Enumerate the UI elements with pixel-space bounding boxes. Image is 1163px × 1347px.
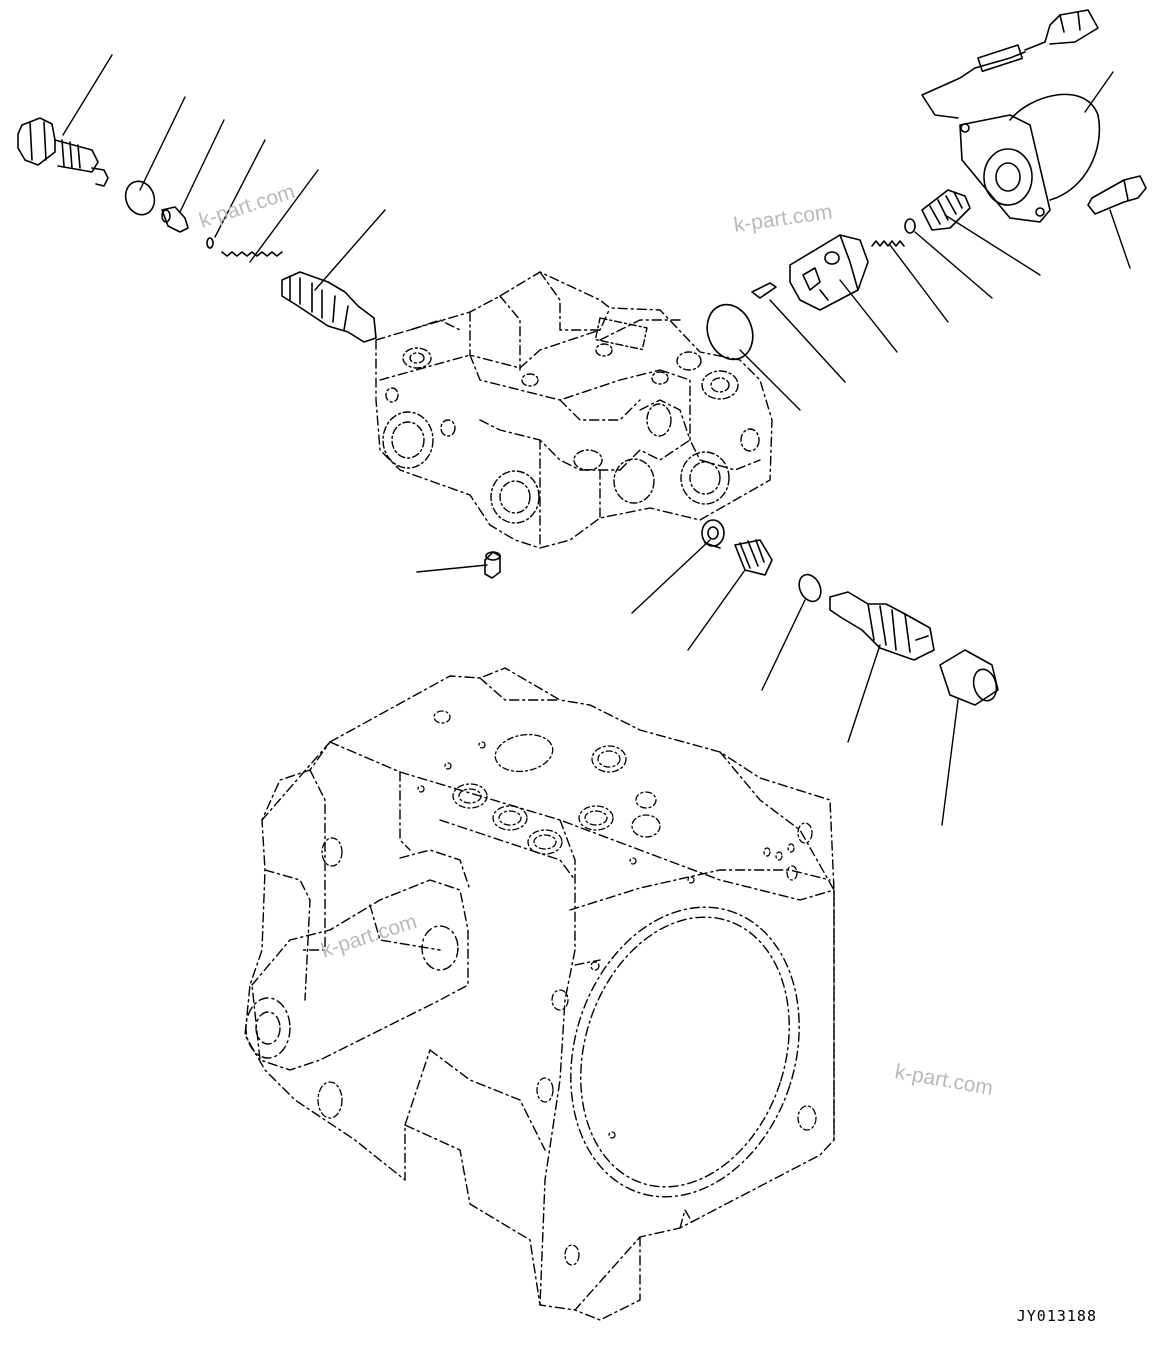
solenoid-valve <box>922 10 1099 222</box>
pump-case-bosses <box>246 850 830 1070</box>
pump-case-holes <box>318 711 816 1265</box>
leader-line-shim <box>215 140 265 237</box>
relief-valve-assembly <box>18 118 108 186</box>
leader-line-washer <box>915 232 992 298</box>
plug-bottom <box>485 552 500 578</box>
leader-line-oring-left <box>140 97 185 190</box>
leader-line-cap <box>942 700 958 825</box>
sensor-cap <box>940 650 1000 705</box>
o-ring-left <box>121 177 159 219</box>
leader-line-bolt <box>1110 210 1130 268</box>
leader-line-oring-right <box>740 350 800 410</box>
shim-ring <box>207 238 213 248</box>
control-valve-ports <box>383 318 759 523</box>
leader-line-oring-lower <box>762 600 805 690</box>
leader-line-push-pin <box>945 215 1040 275</box>
pin-small <box>752 283 776 298</box>
spring-lower <box>735 540 772 575</box>
leader-line-seat <box>632 540 710 613</box>
leader-line-spring-lower <box>688 570 745 650</box>
leader-line-relief-valve <box>63 55 112 135</box>
solenoid-bolt <box>1088 176 1146 214</box>
valve-seat <box>702 520 724 548</box>
spring-right <box>872 241 904 246</box>
leader-line-pin <box>770 300 845 382</box>
drawing-code: JY013188 <box>1016 1307 1097 1325</box>
spring-left <box>222 252 282 256</box>
leader-lines <box>63 55 1130 825</box>
leader-line-spool <box>315 210 385 290</box>
control-valve-body <box>376 272 772 548</box>
valve-sleeve <box>790 235 868 310</box>
spool-valve <box>282 272 376 342</box>
leader-line-solenoid <box>1085 72 1113 112</box>
leader-line-spring-right <box>890 245 948 322</box>
leader-line-plug-bottom <box>417 565 487 572</box>
leader-line-plug <box>180 120 224 212</box>
pump-case-bore <box>535 877 836 1226</box>
plug-small <box>162 207 188 232</box>
pressure-sensor <box>830 592 934 660</box>
o-ring-right <box>700 298 760 366</box>
leader-line-sensor <box>848 645 880 742</box>
push-pin-threaded <box>922 190 970 230</box>
washer-small <box>905 219 915 233</box>
leader-line-spring-left <box>250 170 318 262</box>
leader-line-sleeve <box>840 280 897 352</box>
o-ring-lower <box>795 571 825 605</box>
pump-case <box>245 668 834 1320</box>
